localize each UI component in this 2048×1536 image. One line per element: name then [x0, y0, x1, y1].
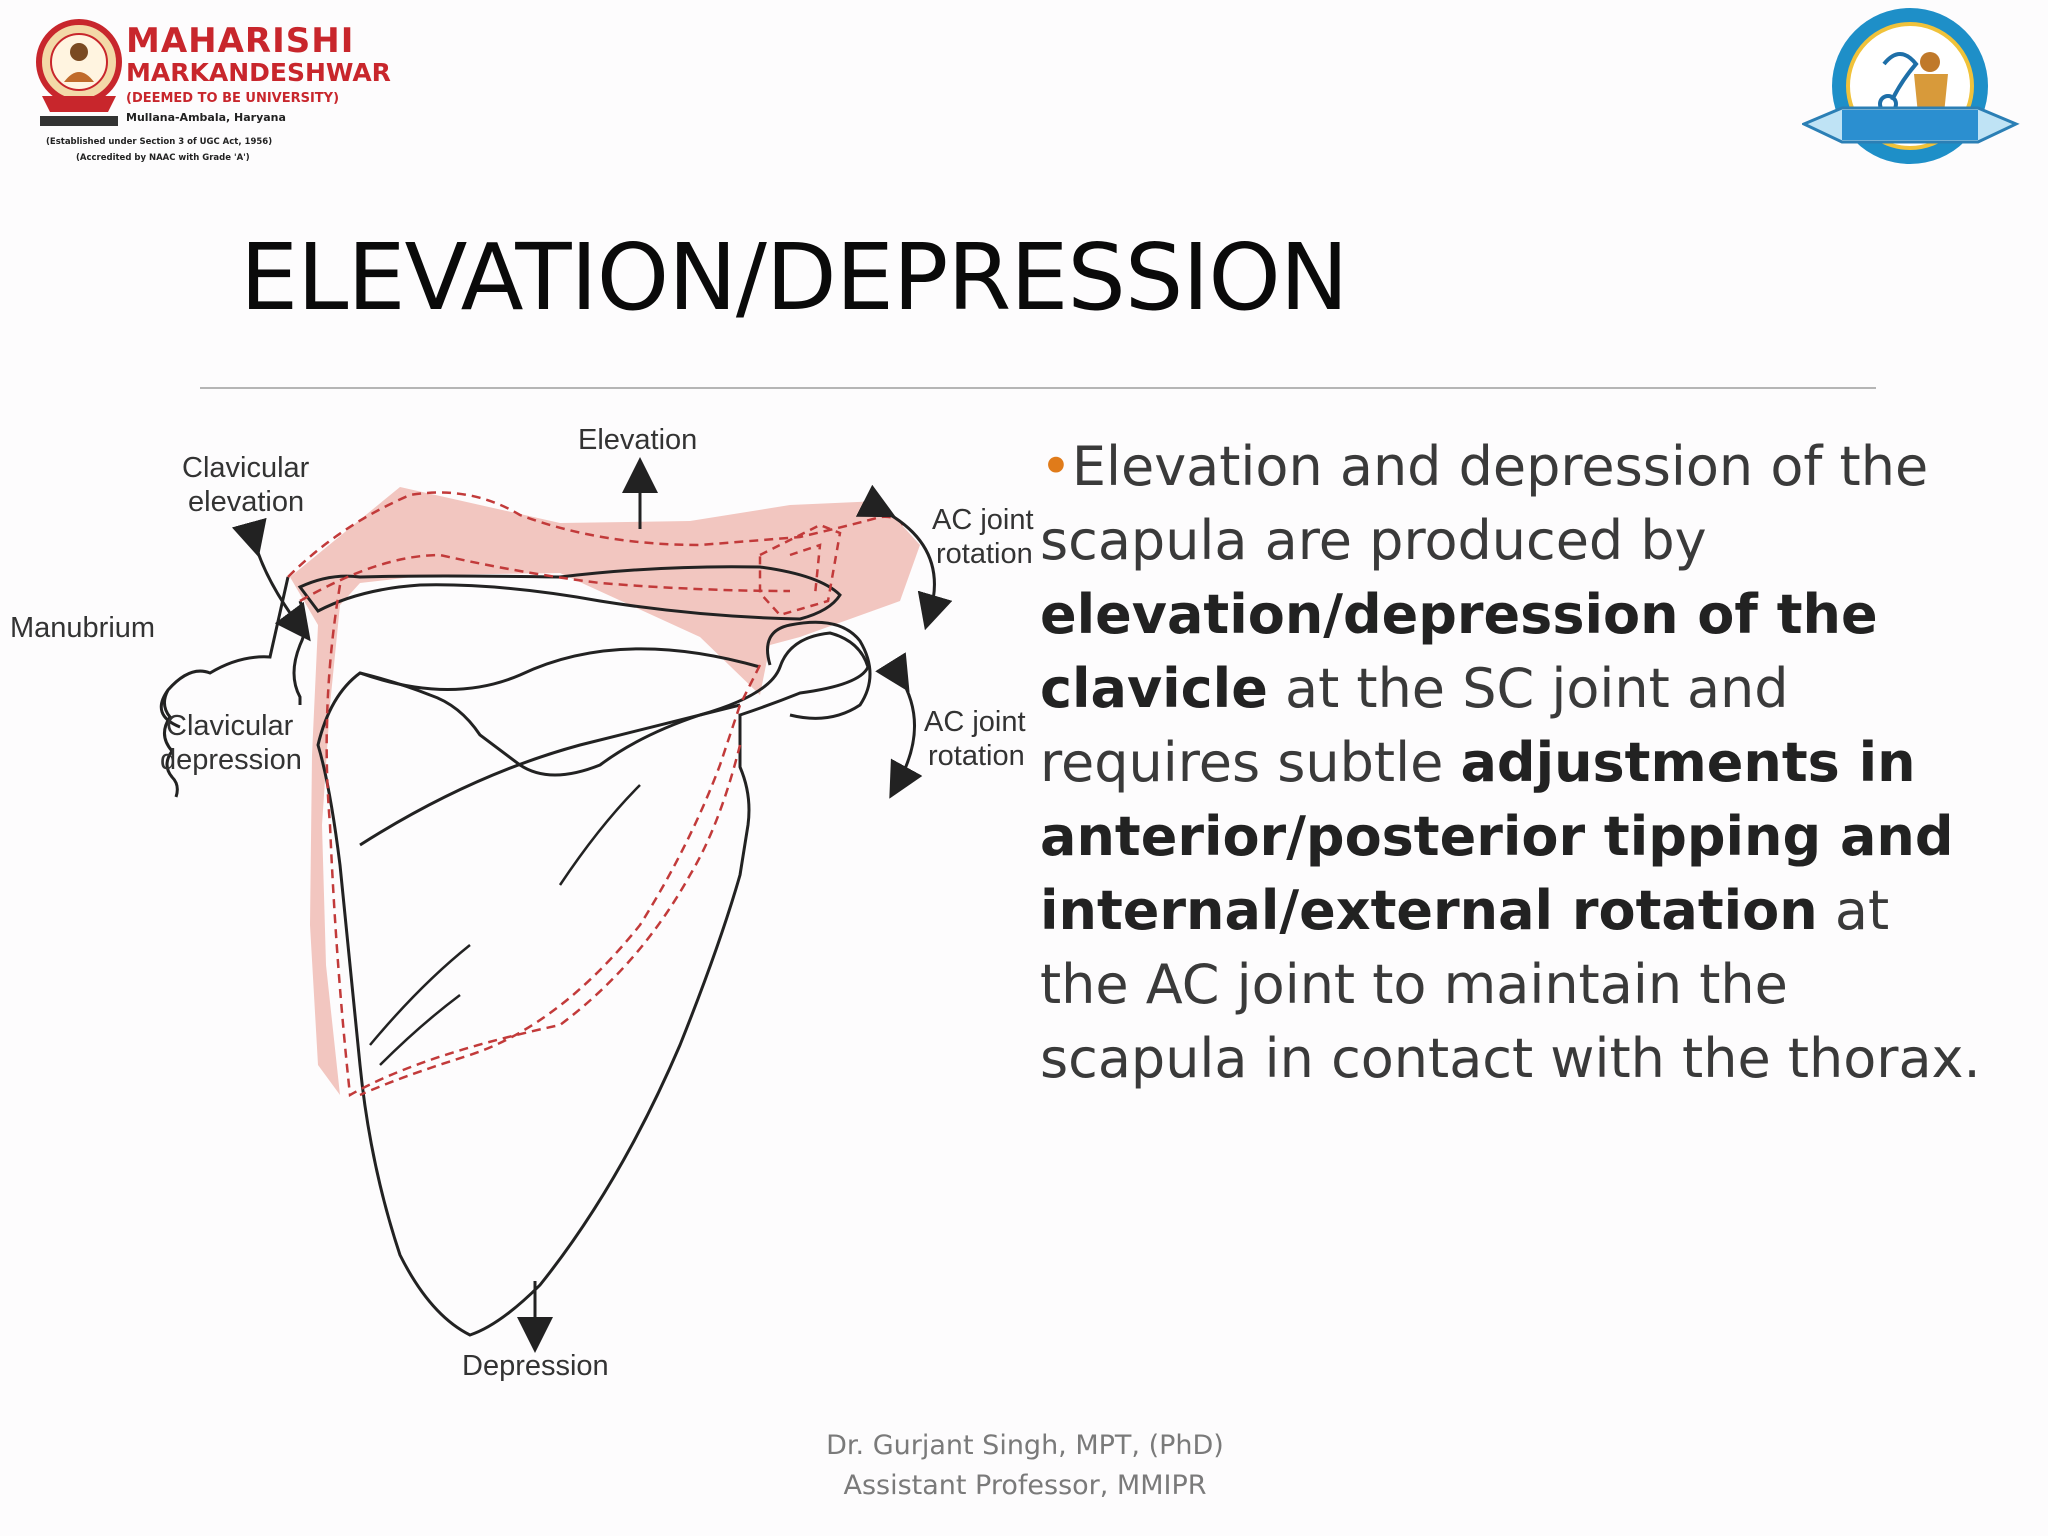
footer-line-2: Assistant Professor, MMIPR [843, 1470, 1207, 1501]
label-manubrium: Manubrium [10, 612, 155, 644]
label-ac-joint-top-2: rotation [936, 538, 1033, 570]
clavicle-elevated-dashed [287, 491, 907, 603]
logo-name-line2: MARKANDESHWAR [126, 58, 391, 87]
clavicular-rotation-arrow [231, 517, 311, 642]
label-ac-joint-bottom-2: rotation [928, 740, 1025, 772]
footer-line-1: Dr. Gurjant Singh, MPT, (PhD) [826, 1430, 1224, 1461]
bullet-marker: • [1040, 435, 1072, 498]
logo-accredited: (Accredited by NAAC with Grade 'A') [76, 153, 250, 163]
bullet-paragraph: •Elevation and depression of the scapula… [1040, 430, 1990, 1096]
university-emblem-icon [36, 19, 122, 126]
label-clavicular-depression-2: depression [160, 744, 302, 776]
body-text-2: at the SC joint and requires subtle [1040, 657, 1789, 794]
logo-location: Mullana-Ambala, Haryana [126, 111, 286, 124]
body-text-1: Elevation and depression of the scapula … [1040, 435, 1929, 572]
ac-joint-rotation-arrow-bottom [875, 652, 923, 799]
acromion-dashed [758, 523, 842, 617]
glenoid-outline [766, 620, 872, 720]
scapula-outline [316, 631, 870, 1337]
title-divider [200, 387, 1876, 389]
elevated-position-shading [290, 487, 920, 1095]
clavicle-outline [297, 565, 842, 621]
ac-joint-rotation-arrow-top [855, 484, 953, 631]
label-elevation: Elevation [578, 424, 697, 456]
label-ac-joint-top-1: AC joint [932, 504, 1034, 536]
body-text-3: at the AC joint to maintain the scapula … [1040, 879, 1981, 1090]
scapular-spine-outline [359, 647, 761, 847]
scapula-elevation-depression-figure: Elevation Depression Clavicular elevatio… [10, 424, 1034, 1382]
label-ac-joint-bottom-1: AC joint [924, 706, 1026, 738]
slide-title: ELEVATION/DEPRESSION [240, 224, 1349, 331]
scapula-elevated-dashed [325, 584, 762, 1098]
body-bold-2: adjustments in anterior/posterior tippin… [1040, 731, 1954, 942]
label-depression: Depression [462, 1350, 609, 1382]
presenter-credit: Dr. Gurjant Singh, MPT, (PhD) Assistant … [760, 1426, 1290, 1506]
logo-name-line1: MAHARISHI [126, 21, 355, 61]
label-clavicular-elevation-2: elevation [188, 486, 304, 518]
label-clavicular-elevation-1: Clavicular [182, 452, 310, 484]
university-logo: MAHARISHI MARKANDESHWAR (DEEMED TO BE UN… [34, 18, 391, 170]
body-bold-1: elevation/depression of the clavicle [1040, 583, 1878, 720]
logo-name-line3: (DEEMED TO BE UNIVERSITY) [126, 91, 340, 106]
logo-established: (Established under Section 3 of UGC Act,… [46, 137, 273, 147]
institute-seal-logo [1800, 4, 2032, 172]
scapula-inner-lines [369, 784, 641, 1066]
label-clavicular-depression-1: Clavicular [166, 710, 294, 742]
